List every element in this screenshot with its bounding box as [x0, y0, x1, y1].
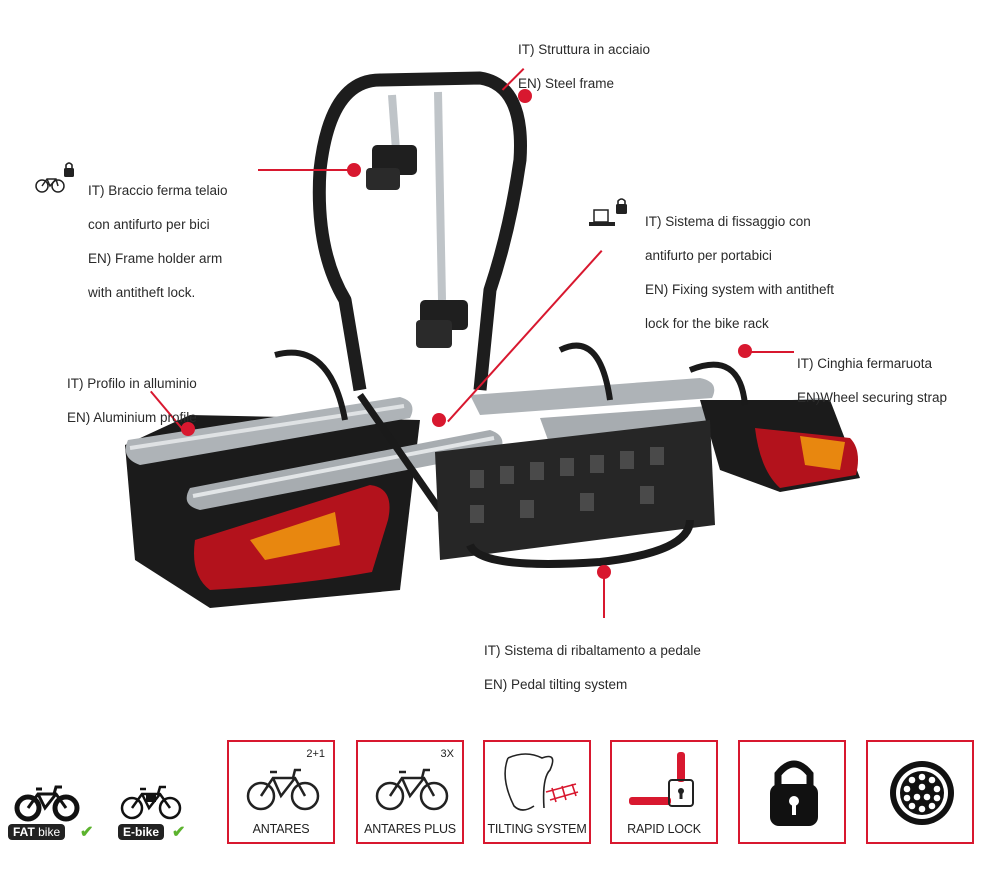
feature-antares-plus-label: ANTARES PLUS	[364, 822, 456, 836]
aluminium-it: IT) Profilo in alluminio	[67, 376, 197, 391]
steel-frame-it: IT) Struttura in acciaio	[518, 42, 651, 57]
strap-it: IT) Cinghia fermaruota	[797, 356, 933, 371]
fixing-system-en-line1: EN) Fixing system with antitheft	[645, 282, 835, 297]
frame-holder-en-line2: with antitheft lock.	[88, 285, 196, 300]
feature-tilting-label: TILTING SYSTEM	[487, 822, 587, 836]
aluminium-en: EN) Aluminium profile	[67, 410, 197, 425]
pedal-it: IT) Sistema di ribaltamento a pedale	[484, 643, 701, 658]
rapid-lock-icon	[629, 752, 694, 807]
bike-icon	[375, 768, 449, 811]
ebike-icon	[120, 785, 182, 820]
feature-antares-label: ANTARES	[252, 822, 310, 836]
fat-word: FAT	[13, 825, 35, 839]
callout-fixing-system: IT) Sistema di fissaggio con antifurto p…	[645, 196, 834, 349]
fixing-system-dot	[432, 413, 446, 427]
feature-rapid-lock: RAPID LOCK	[610, 740, 718, 844]
feature-padlock	[738, 740, 846, 844]
pedal-leader	[603, 572, 605, 618]
fat-bike-badge: FAT bike ✔	[6, 782, 101, 844]
ebike-label: E-bike	[118, 824, 165, 840]
callout-aluminium: IT) Profilo in alluminio EN) Aluminium p…	[67, 358, 197, 443]
tilting-icon	[504, 753, 579, 811]
ebike-badge: E-bike ✔	[110, 782, 200, 844]
pedal-en: EN) Pedal tilting system	[484, 677, 628, 692]
feature-antares: 2+1 ANTARES	[227, 740, 335, 844]
steel-frame-en: EN) Steel frame	[518, 76, 615, 91]
bike-word: bike	[38, 825, 61, 839]
callout-frame-holder: IT) Braccio ferma telaio con antifurto p…	[88, 165, 228, 318]
padlock-icon	[770, 760, 818, 826]
callout-steel-frame: IT) Struttura in acciaio EN) Steel frame	[518, 24, 650, 109]
frame-holder-en-line1: EN) Frame holder arm	[88, 251, 223, 266]
bike-carrier-illustration	[125, 71, 860, 608]
fat-bike-check-icon: ✔	[80, 824, 94, 841]
strap-en: EN)Wheel securing strap	[797, 390, 948, 405]
callout-strap: IT) Cinghia fermaruota EN)Wheel securing…	[797, 338, 947, 423]
aluminium-dot	[181, 422, 195, 436]
strap-leader	[750, 351, 794, 353]
fat-bike-icon	[14, 785, 80, 822]
pedal-dot	[597, 565, 611, 579]
bike-lock-icon	[35, 162, 74, 193]
frame-holder-it-line1: IT) Braccio ferma telaio	[88, 183, 228, 198]
bike-icon	[246, 768, 320, 811]
fixing-system-it-line2: antifurto per portabici	[645, 248, 772, 263]
fat-bike-label: FAT bike	[8, 824, 66, 840]
strap-dot	[738, 344, 752, 358]
steel-frame-dot	[518, 89, 532, 103]
rack-lock-icon	[589, 198, 627, 226]
feature-antares-capacity: 2+1	[306, 748, 325, 760]
frame-holder-dot	[347, 163, 361, 177]
feature-rapid-lock-label: RAPID LOCK	[627, 822, 701, 836]
feature-tilting-system: TILTING SYSTEM	[483, 740, 591, 844]
feature-antares-plus: 3X ANTARES PLUS	[356, 740, 464, 844]
fixing-system-it-line1: IT) Sistema di fissaggio con	[645, 214, 811, 229]
frame-holder-it-line2: con antifurto per bici	[88, 217, 210, 232]
fixing-system-en-line2: lock for the bike rack	[645, 316, 769, 331]
feature-connector	[866, 740, 974, 844]
frame-holder-leader	[258, 169, 353, 171]
feature-antares-plus-capacity: 3X	[440, 748, 454, 760]
callout-pedal: IT) Sistema di ribaltamento a pedale EN)…	[484, 625, 701, 710]
ebike-check-icon: ✔	[172, 824, 186, 841]
connector-plug-icon	[890, 761, 954, 825]
